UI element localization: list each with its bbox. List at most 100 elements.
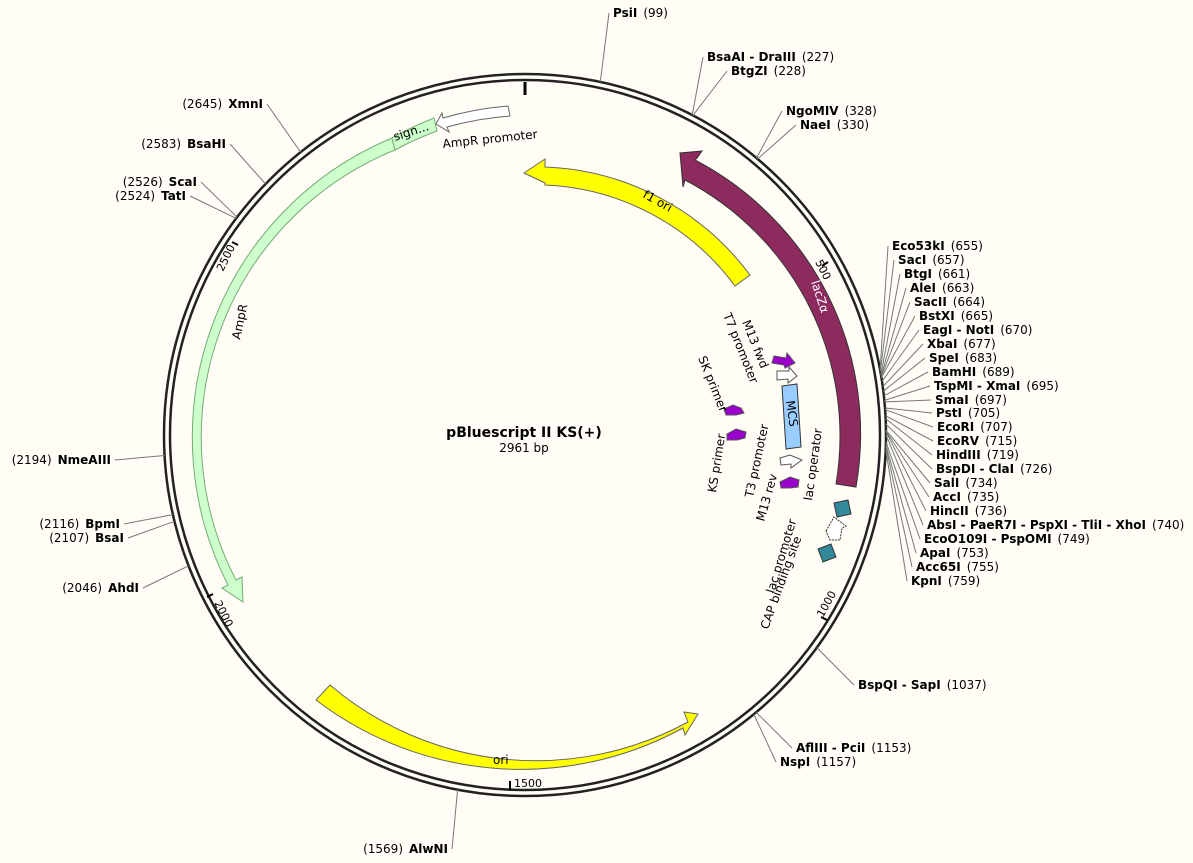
site-leader-ecori (884, 409, 934, 428)
site-label-hincii: HincII (736) (930, 504, 1007, 518)
site-label-psii: PsiI(99) (613, 6, 668, 20)
site-name-psii: PsiI (613, 6, 637, 20)
m13-fwd-arrow (771, 351, 796, 369)
site-name-afliii-pcii: AflIII - PciI (796, 741, 865, 755)
site-name-bstxi: BstXI (919, 309, 955, 323)
site-name-bsahi: BsaHI (187, 137, 226, 151)
plasmid-name: pBluescript II KS(+) (446, 425, 602, 441)
site-label-bspqi-sapi: BspQI - SapI(1037) (858, 678, 987, 692)
mcs-box (781, 383, 802, 450)
site-name-hincii: HincII (930, 504, 969, 518)
ori-arc (315, 684, 699, 770)
site-name-nspi: NspI (780, 755, 810, 769)
site-name-smai: SmaI (935, 393, 969, 407)
site-leader-bspqi-sapi (816, 647, 855, 686)
tick-1500: 1500 (509, 777, 542, 790)
site-leader-kpni (885, 449, 908, 582)
site-name-kpni: KpnI (911, 574, 942, 588)
ori-label: ori (493, 753, 509, 767)
site-position-kpni: (759) (948, 574, 980, 588)
site-position-ecorv: (715) (985, 434, 1017, 448)
site-label-ecorv: EcoRV (715) (937, 434, 1017, 448)
site-label-bstxi: BstXI (665) (919, 309, 993, 323)
site-position-eco53ki: (655) (951, 239, 983, 253)
site-name-acci: AccI (933, 490, 961, 504)
site-position-bsaai-draiii: (227) (802, 50, 834, 64)
site-position-xbai: (677) (963, 337, 995, 351)
site-leader-afliii-pcii (755, 711, 793, 749)
site-label-spei: SpeI(683) (929, 351, 997, 365)
sk-primer-arrow (723, 404, 745, 416)
site-position-hindiii: (719) (987, 448, 1019, 462)
site-label-scai: (2526)ScaI (123, 175, 197, 189)
t7-promoter-arrow (776, 365, 798, 385)
backbone-inner-ring (168, 78, 882, 792)
site-position-btgi: (661) (938, 267, 970, 281)
site-name-nmeaiii: NmeAIII (58, 453, 111, 467)
site-position-naei: (330) (837, 118, 869, 132)
site-name-bpmi: BpmI (85, 517, 120, 531)
site-position-smai: (697) (975, 393, 1007, 407)
signal-sequence-arc (391, 117, 438, 151)
feature-lacz-alpha: lacZα (679, 150, 862, 488)
site-leader-bpmi (123, 514, 173, 525)
site-name-ecorv: EcoRV (937, 434, 980, 448)
site-leader-smai (884, 399, 932, 403)
site-position-bsai: (2107) (49, 531, 89, 545)
site-label-alei: AleI(663) (910, 281, 974, 295)
site-position-absi-paer7i-pspxi-tlii-xhoi: (740) (1152, 518, 1184, 532)
site-label-bamhi: BamHI(689) (932, 365, 1015, 379)
ampr-arc (191, 137, 396, 603)
site-position-bsahi: (2583) (141, 137, 181, 151)
site-name-ngomiv: NgoMIV (786, 104, 839, 118)
site-name-bspdi-clai: BspDI - ClaI (936, 462, 1014, 476)
site-leader-apai (885, 444, 917, 554)
site-position-bspdi-clai: (726) (1020, 462, 1052, 476)
lacz-alpha-arc (679, 150, 862, 488)
site-position-ngomiv: (328) (845, 104, 877, 118)
site-name-bsaai-draiii: BsaAI - DraIII (707, 50, 796, 64)
t3-promoter-arrow (779, 454, 804, 469)
site-leader-hincii (885, 431, 927, 512)
site-leader-ahdi (142, 565, 189, 589)
site-label-acci: AccI(735) (933, 490, 999, 504)
feature-mcs: MCS (781, 383, 802, 450)
site-label-absi-paer7i-pspxi-tlii-xhoi: AbsI - PaeR7I - PspXI - TliI - XhoI(740) (927, 518, 1184, 532)
site-leader-btgi (880, 273, 901, 375)
site-position-spei: (683) (965, 351, 997, 365)
site-leader-bsai (127, 520, 175, 539)
site-position-afliii-pcii: (1153) (871, 741, 911, 755)
site-leader-tspmi-xmai (884, 385, 931, 401)
site-name-eagi-noti: EagI - NotI (923, 323, 994, 337)
site-position-ecoo109i-pspomi: (749) (1058, 532, 1090, 546)
site-label-smai: SmaI (697) (935, 393, 1007, 407)
site-name-saci: SacI (898, 253, 926, 267)
site-label-acc65i: Acc65I(755) (916, 560, 999, 574)
tick-label-1500: 1500 (514, 777, 542, 790)
site-name-bspqi-sapi: BspQI - SapI (858, 678, 941, 692)
site-label-sacii: SacII(664) (914, 295, 985, 309)
site-position-bstxi: (665) (961, 309, 993, 323)
site-name-xbai: XbaI (927, 337, 957, 351)
site-position-tati: (2524) (115, 189, 155, 203)
lac-operator-box (833, 499, 852, 518)
site-label-ngomiv: NgoMIV (328) (786, 104, 877, 118)
site-leader-scai (200, 181, 238, 218)
site-leader-alei (880, 287, 907, 377)
site-label-psti: PstI(705) (936, 406, 1000, 420)
site-position-psti: (705) (968, 406, 1000, 420)
site-leader-nmeaiii (114, 455, 165, 461)
site-name-tati: TatI (161, 189, 186, 203)
ampr-promoter-arc (435, 105, 511, 134)
site-position-nspi: (1157) (816, 755, 856, 769)
site-leader-naei (757, 124, 797, 160)
site-leader-ecoo109i-pspomi (885, 441, 921, 540)
site-label-btgzi: BtgZI(228) (731, 64, 806, 78)
site-label-tati: (2524) TatI (115, 189, 186, 203)
site-label-afliii-pcii: AflIII - PciI (1153) (796, 741, 911, 755)
site-label-tspmi-xmai: TspMI - XmaI(695) (934, 379, 1059, 393)
lac-promoter-arrow (825, 516, 847, 541)
site-position-hincii: (736) (975, 504, 1007, 518)
site-leader-ecorv (885, 415, 934, 442)
ks-primer-arrow (726, 428, 747, 441)
